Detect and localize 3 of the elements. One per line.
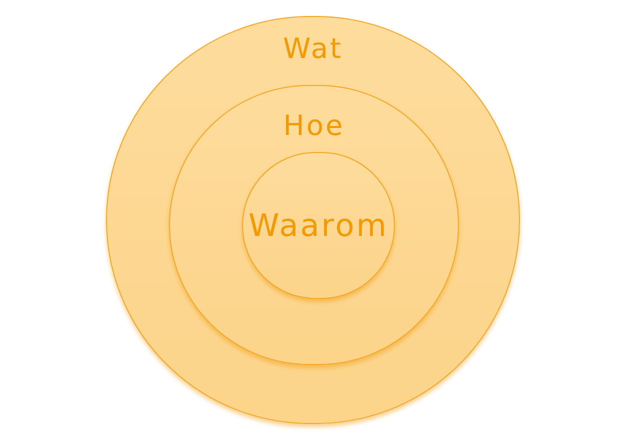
circle-label: Wat <box>282 35 344 63</box>
circle-label: Hoe <box>283 112 345 140</box>
circle-label: Waarom <box>248 211 388 242</box>
